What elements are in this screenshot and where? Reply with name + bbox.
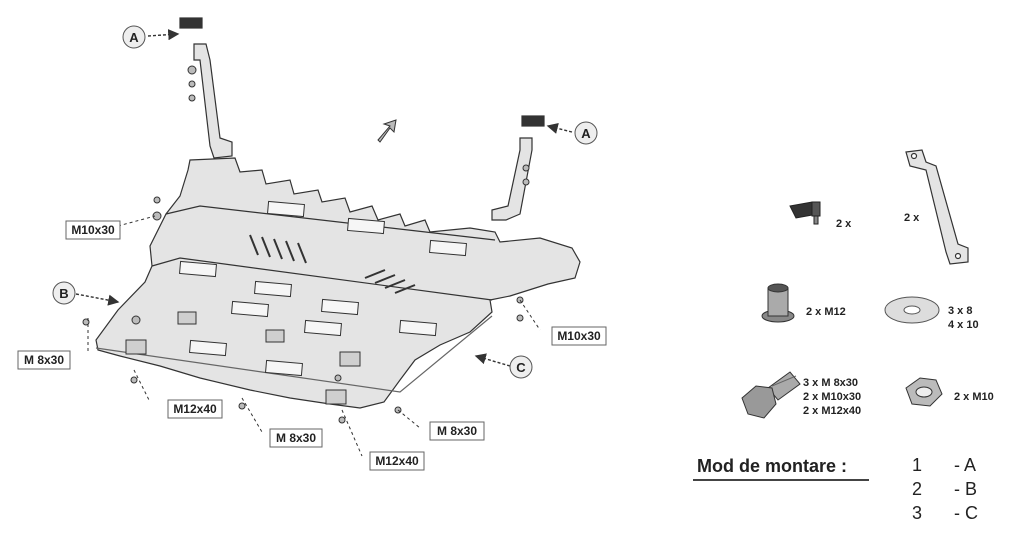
mounting-row-letter: - B: [954, 479, 978, 499]
direction-arrow: [377, 119, 397, 143]
mounting-row-letter: - A: [954, 455, 977, 475]
top-bracket-left: [179, 17, 233, 159]
nut-label: 2 x M10: [954, 391, 994, 403]
bolt-line3: 2 x M12x40: [803, 405, 861, 417]
bolt-line2: 2 x M10x30: [803, 391, 861, 403]
mount-pads: [125, 311, 361, 405]
callout-arrows: [75, 29, 573, 367]
label-m8x30-left: M 8x30: [17, 350, 71, 370]
nut-insert-icon: [761, 283, 795, 323]
mounting-underline: [693, 479, 869, 481]
label-m8x30-mid: M 8x30: [269, 428, 323, 448]
mounting-row-3: 3 - C: [912, 503, 1012, 525]
leader-lines: [87, 215, 541, 457]
svg-text:M 8x30: M 8x30: [437, 424, 477, 438]
clip-qty: 2 x: [836, 218, 852, 230]
washer-line2: 4 x 10: [948, 319, 979, 331]
label-m10x30-right: M10x30: [551, 326, 607, 346]
washer-line1: 3 x 8: [948, 305, 972, 317]
mounting-row-num: 2: [912, 479, 923, 499]
svg-text:M10x30: M10x30: [557, 329, 601, 343]
nut-icon: [905, 377, 943, 407]
nut-insert-label: 2 x M12: [806, 306, 846, 318]
label-m8x30-right: M 8x30: [429, 421, 485, 441]
bracket-icon: [905, 149, 969, 265]
mounting-row-1: 1 - A: [912, 455, 1012, 477]
mounting-row-letter: - C: [954, 503, 978, 523]
svg-text:M 8x30: M 8x30: [276, 431, 316, 445]
top-bracket-right: [491, 115, 545, 221]
vent-slats: [249, 234, 416, 294]
mounting-row-num: 1: [912, 455, 923, 475]
svg-text:A: A: [129, 30, 139, 45]
svg-text:B: B: [59, 286, 68, 301]
bolt-icon: [741, 371, 801, 419]
callout-b: B: [52, 281, 76, 305]
label-m12x40-b: M12x40: [369, 451, 425, 471]
label-m12x40-a: M12x40: [167, 399, 223, 419]
svg-text:M12x40: M12x40: [173, 402, 217, 416]
mounting-title: Mod de montare :: [697, 456, 848, 476]
mounting-row-2: 2 - B: [912, 479, 1012, 501]
svg-text:A: A: [581, 126, 591, 141]
callout-c: C: [509, 355, 533, 379]
washer-icon: [884, 296, 940, 324]
svg-text:C: C: [516, 360, 526, 375]
bolt-line1: 3 x M 8x30: [803, 377, 858, 389]
fasteners: [82, 65, 530, 424]
label-m10x30-left: M10x30: [65, 220, 121, 240]
svg-text:M10x30: M10x30: [71, 223, 115, 237]
skid-plate: [95, 157, 581, 409]
plate-slots: [179, 200, 467, 377]
svg-text:M12x40: M12x40: [375, 454, 419, 468]
mounting-row-num: 3: [912, 503, 923, 523]
callout-a-left: A: [122, 25, 146, 49]
bracket-qty: 2 x: [904, 212, 920, 224]
clip-icon: [789, 201, 821, 225]
svg-text:M 8x30: M 8x30: [24, 353, 64, 367]
callout-a-right: A: [574, 121, 598, 145]
